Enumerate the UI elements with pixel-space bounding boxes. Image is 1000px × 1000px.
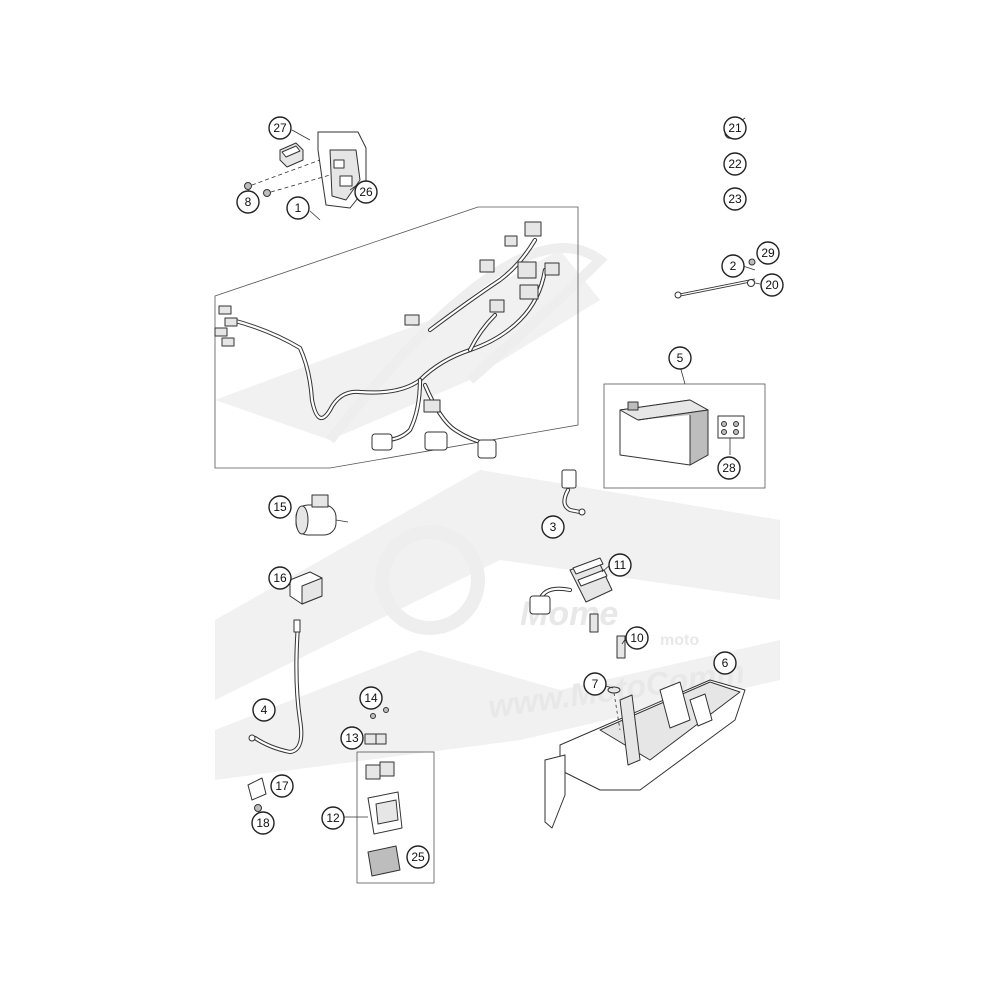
- svg-text:10: 10: [630, 631, 644, 645]
- svg-text:23: 23: [728, 192, 742, 206]
- svg-text:17: 17: [275, 779, 289, 793]
- svg-text:2: 2: [730, 259, 737, 273]
- part-wiring-harness: [214, 221, 560, 459]
- callout-4: 4: [252, 698, 276, 722]
- svg-text:3: 3: [550, 520, 557, 534]
- part-regulator-11: [529, 557, 626, 659]
- svg-text:7: 7: [592, 677, 599, 691]
- callout-18: 18: [251, 811, 275, 835]
- wiring-harness-frame: [214, 206, 579, 469]
- svg-text:22: 22: [728, 157, 742, 171]
- callout-22: 22: [723, 152, 747, 176]
- svg-text:12: 12: [326, 811, 340, 825]
- callout-11: 11: [608, 553, 632, 577]
- callout-20: 20: [760, 273, 784, 297]
- callout-12: 12: [321, 806, 345, 830]
- battery-group-frame: [603, 383, 766, 489]
- callout-8: 8: [236, 190, 260, 214]
- svg-text:16: 16: [273, 571, 287, 585]
- callout-7: 7: [583, 672, 607, 696]
- callout-28: 28: [717, 456, 741, 480]
- callout-21: 21: [723, 116, 747, 140]
- svg-text:18: 18: [256, 816, 270, 830]
- svg-text:15: 15: [273, 500, 287, 514]
- part-bracket-assembly: [244, 131, 367, 209]
- svg-text:14: 14: [364, 691, 378, 705]
- callout-1: 1: [286, 196, 310, 220]
- part-connector-cable-3: [561, 469, 586, 516]
- callout-2: 2: [721, 254, 745, 278]
- callout-15: 15: [268, 495, 292, 519]
- svg-text:27: 27: [273, 121, 287, 135]
- part-cable-2: [674, 258, 756, 299]
- relay-group-frame: [356, 751, 435, 884]
- callout-10: 10: [625, 626, 649, 650]
- svg-text:11: 11: [614, 558, 627, 572]
- svg-text:20: 20: [765, 278, 779, 292]
- part-cap-17: [247, 777, 267, 812]
- svg-text:6: 6: [722, 656, 729, 670]
- callouts: 27 26 8 1 21 22 23 2 29 20 5 28 3 15 16 …: [236, 116, 784, 869]
- watermark-subtitle: moto: [660, 632, 699, 649]
- svg-text:21: 21: [728, 121, 742, 135]
- callout-17: 17: [270, 774, 294, 798]
- svg-text:8: 8: [245, 195, 252, 209]
- part-relay-group: [364, 707, 403, 877]
- svg-text:25: 25: [411, 850, 425, 864]
- svg-text:1: 1: [295, 201, 302, 215]
- part-component-15: [295, 494, 349, 536]
- svg-text:13: 13: [345, 731, 359, 745]
- part-battery-tray-6: [544, 679, 746, 829]
- callout-14: 14: [359, 686, 383, 710]
- part-cover-16: [289, 571, 323, 605]
- part-cable-4: [248, 619, 304, 755]
- callout-27: 27: [268, 116, 292, 140]
- callout-25: 25: [406, 845, 430, 869]
- callout-16: 16: [268, 566, 292, 590]
- svg-text:26: 26: [359, 185, 373, 199]
- svg-text:28: 28: [722, 461, 736, 475]
- callout-29: 29: [756, 241, 780, 265]
- part-battery: [619, 399, 745, 466]
- callout-5: 5: [668, 346, 692, 370]
- callout-26: 26: [354, 180, 378, 204]
- callout-13: 13: [340, 726, 364, 750]
- callout-23: 23: [723, 187, 747, 211]
- callout-6: 6: [713, 651, 737, 675]
- callout-3: 3: [541, 515, 565, 539]
- svg-text:29: 29: [761, 246, 775, 260]
- svg-text:4: 4: [261, 703, 268, 717]
- svg-text:5: 5: [677, 351, 684, 365]
